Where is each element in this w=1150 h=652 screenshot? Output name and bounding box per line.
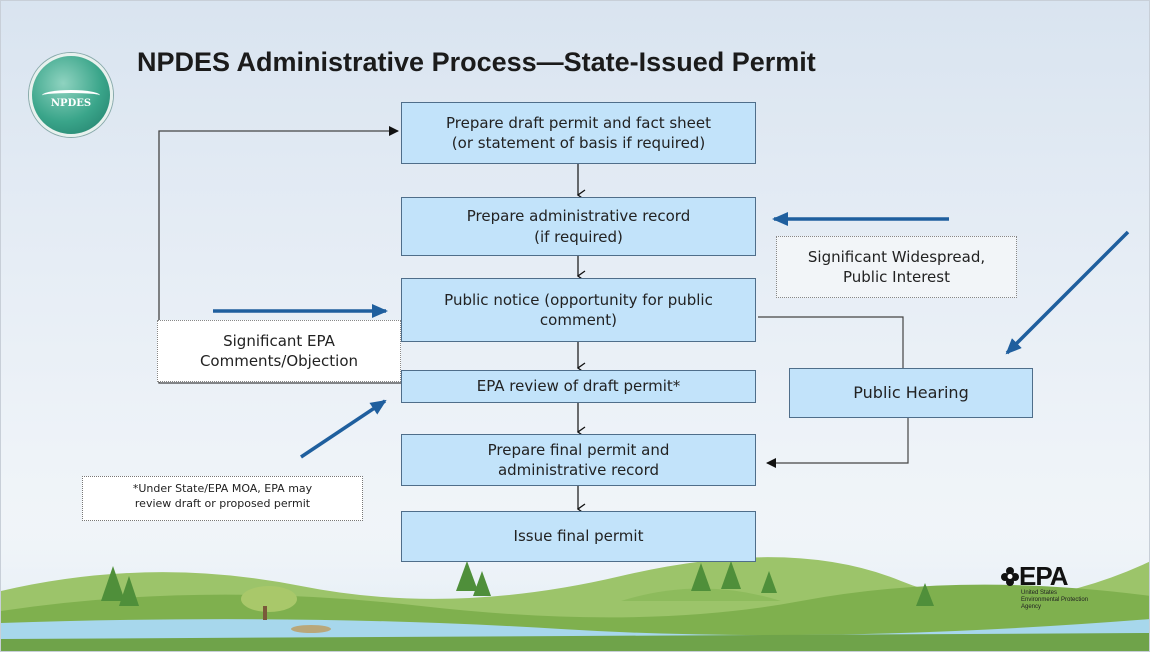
epa-logo: EPA United States Environmental Protecti… <box>1001 561 1101 611</box>
epa-flower-icon <box>1001 567 1019 586</box>
public-hearing-arrow <box>1005 230 1130 355</box>
step-prepare-admin-record: Prepare administrative record (if requir… <box>401 197 756 256</box>
epa-comments-box: Significant EPA Comments/Objection <box>157 320 401 382</box>
npdes-logo: NPDES <box>29 53 113 137</box>
loopback-arrow <box>158 126 401 384</box>
epa-logo-word: EPA <box>1019 561 1069 591</box>
footnote-arrow <box>300 399 387 459</box>
notice-to-hearing-line <box>758 316 904 368</box>
widespread-interest-box: Significant Widespread, Public Interest <box>776 236 1017 298</box>
logo-text: NPDES <box>50 98 92 109</box>
step-epa-review: EPA review of draft permit* <box>401 370 756 403</box>
step-prepare-draft-permit: Prepare draft permit and fact sheet (or … <box>401 102 756 164</box>
epa-logo-subtitle: United States Environmental Protection A… <box>1021 590 1089 610</box>
step-issue-final-permit: Issue final permit <box>401 511 756 562</box>
footnote: *Under State/EPA MOA, EPA may review dra… <box>82 476 363 521</box>
step-public-notice: Public notice (opportunity for public co… <box>401 278 756 342</box>
page-title: NPDES Administrative Process—State-Issue… <box>137 47 816 77</box>
wave-icon <box>42 90 100 101</box>
step-prepare-final-permit: Prepare final permit and administrative … <box>401 434 756 486</box>
public-hearing-box: Public Hearing <box>789 368 1033 418</box>
hearing-to-final-arrow <box>766 418 909 468</box>
